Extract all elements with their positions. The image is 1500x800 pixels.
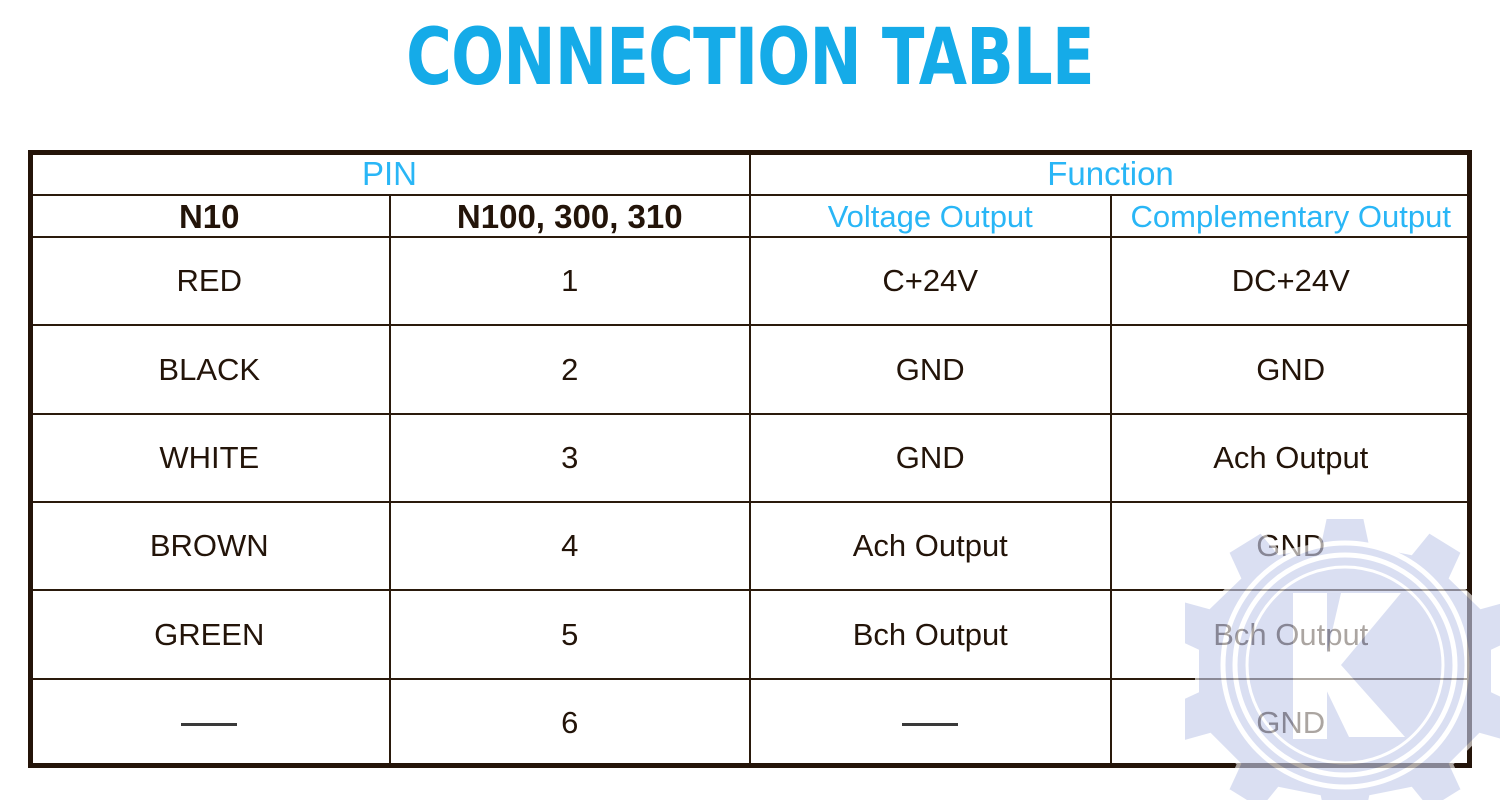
cell-n10: BLACK bbox=[28, 324, 391, 415]
column-header-n10-label: N10 bbox=[178, 197, 240, 235]
cell-voltage-output: GND bbox=[749, 412, 1112, 504]
cell-pin-value: 6 bbox=[561, 704, 579, 740]
cell-complementary-output-value: DC+24V bbox=[1231, 263, 1350, 299]
cell-pin: 2 bbox=[388, 324, 751, 415]
column-header-voltage-output: Voltage Output bbox=[749, 194, 1112, 239]
cell-pin-value: 5 bbox=[561, 616, 579, 652]
table-column-header-row: N10 N100, 300, 310 Voltage Output Comple… bbox=[28, 194, 1472, 239]
cell-n10: WHITE bbox=[28, 412, 391, 504]
cell-pin: 4 bbox=[388, 501, 751, 592]
cell-voltage-output: C+24V bbox=[749, 236, 1112, 327]
cell-n10-value: GREEN bbox=[154, 616, 265, 652]
cell-complementary-output: GND bbox=[1109, 501, 1472, 592]
column-header-n10: N10 bbox=[28, 194, 391, 239]
cell-complementary-output-value: Ach Output bbox=[1213, 439, 1369, 475]
column-header-complementary-output-label: Complementary Output bbox=[1130, 198, 1451, 234]
column-header-n100-label: N100, 300, 310 bbox=[456, 197, 683, 235]
cell-voltage-output-value: C+24V bbox=[882, 263, 979, 299]
cell-voltage-output bbox=[749, 677, 1112, 769]
cell-voltage-output: Ach Output bbox=[749, 501, 1112, 592]
group-header-pin-label: PIN bbox=[361, 154, 417, 192]
cell-voltage-output-value: Bch Output bbox=[852, 616, 1008, 652]
cell-complementary-output: Bch Output bbox=[1109, 589, 1472, 680]
cell-complementary-output: GND bbox=[1109, 677, 1472, 769]
table-row: BLACK 2 GND GND bbox=[28, 324, 1472, 415]
cell-voltage-output: GND bbox=[749, 324, 1112, 415]
cell-complementary-output-value: GND bbox=[1256, 528, 1326, 564]
cell-complementary-output-value: GND bbox=[1256, 351, 1326, 387]
group-header-pin: PIN bbox=[28, 149, 751, 197]
cell-n10-value: BROWN bbox=[149, 528, 269, 564]
cell-voltage-output-value: GND bbox=[895, 351, 965, 387]
cell-pin-value: 4 bbox=[561, 528, 579, 564]
cell-complementary-output: DC+24V bbox=[1109, 236, 1472, 327]
cell-complementary-output-value: Bch Output bbox=[1213, 616, 1369, 652]
cell-n10-value: RED bbox=[176, 263, 242, 299]
cell-n10: RED bbox=[28, 236, 391, 327]
table-group-header-row: PIN Function bbox=[28, 149, 1472, 197]
table-row: 6 GND bbox=[28, 677, 1472, 769]
cell-pin-value: 3 bbox=[561, 439, 579, 475]
cell-voltage-output-value: GND bbox=[895, 439, 965, 475]
cell-complementary-output: Ach Output bbox=[1109, 412, 1472, 504]
cell-n10: BROWN bbox=[28, 501, 391, 592]
connection-table-grid: PIN Function N10 N100, 300, 310 Voltage … bbox=[28, 149, 1472, 769]
column-header-voltage-output-label: Voltage Output bbox=[827, 198, 1033, 234]
empty-dash-icon bbox=[902, 723, 959, 727]
cell-complementary-output-value: GND bbox=[1256, 704, 1326, 740]
cell-pin-value: 1 bbox=[561, 263, 579, 299]
cell-pin: 5 bbox=[388, 589, 751, 680]
table-row: BROWN 4 Ach Output GND bbox=[28, 501, 1472, 592]
cell-n10-value: BLACK bbox=[158, 351, 261, 387]
page-title: CONNECTION TABLE bbox=[406, 13, 1094, 103]
connection-table: PIN Function N10 N100, 300, 310 Voltage … bbox=[28, 149, 1472, 769]
cell-voltage-output: Bch Output bbox=[749, 589, 1112, 680]
group-header-function: Function bbox=[749, 149, 1472, 197]
table-row: WHITE 3 GND Ach Output bbox=[28, 412, 1472, 504]
cell-pin-value: 2 bbox=[561, 351, 579, 387]
column-header-n100: N100, 300, 310 bbox=[388, 194, 751, 239]
column-header-complementary-output: Complementary Output bbox=[1109, 194, 1472, 239]
cell-n10 bbox=[28, 677, 391, 769]
cell-n10: GREEN bbox=[28, 589, 391, 680]
cell-complementary-output: GND bbox=[1109, 324, 1472, 415]
cell-pin: 6 bbox=[388, 677, 751, 769]
cell-n10-value: WHITE bbox=[159, 439, 260, 475]
cell-pin: 1 bbox=[388, 236, 751, 327]
cell-voltage-output-value: Ach Output bbox=[852, 528, 1008, 564]
empty-dash-icon bbox=[181, 723, 238, 727]
group-header-function-label: Function bbox=[1047, 154, 1174, 192]
table-row: RED 1 C+24V DC+24V bbox=[28, 236, 1472, 327]
table-row: GREEN 5 Bch Output Bch Output bbox=[28, 589, 1472, 680]
cell-pin: 3 bbox=[388, 412, 751, 504]
